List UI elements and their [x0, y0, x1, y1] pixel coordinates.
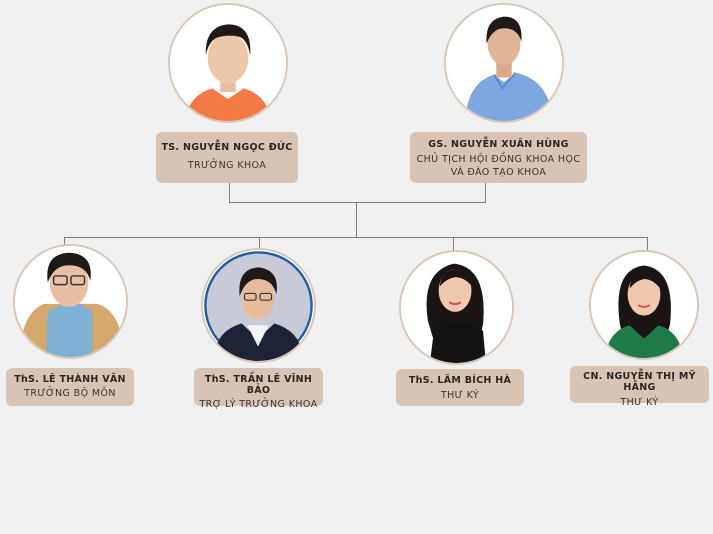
person-role-line2: VÀ ĐÀO TẠO KHOA — [450, 167, 547, 178]
connector-van-drop — [64, 237, 65, 247]
person-portrait-icon — [401, 252, 512, 363]
connector-top-horizontal — [229, 202, 486, 203]
person-name: ThS. TRẦN LÊ VĨNH BẢO — [204, 374, 313, 396]
card-nguyen-ngoc-duc: TS. NGUYỄN NGỌC ĐỨC TRƯỞNG KHOA — [156, 132, 298, 183]
person-portrait-icon — [591, 252, 697, 358]
card-nguyen-thi-my-hang: CN. NGUYỄN THỊ MỸ HẰNG THƯ KÝ — [570, 366, 709, 408]
person-name: CN. NGUYỄN THỊ MỸ HẰNG — [583, 371, 696, 393]
person-role: THƯ KÝ — [440, 390, 480, 401]
avatar-lam-bich-ha — [399, 250, 514, 365]
person-portrait-icon — [204, 251, 313, 361]
person-name: ThS. LÊ THÀNH VĂN — [14, 374, 126, 385]
avatar-tran-le-vinh-bao — [201, 248, 316, 363]
avatar-nguyen-ngoc-duc — [168, 3, 288, 123]
connector-hung-down — [485, 183, 486, 203]
person-name: GS. NGUYỄN XUÂN HÙNG — [428, 139, 569, 150]
connector-duc-down — [229, 183, 230, 203]
card-tran-le-vinh-bao: ThS. TRẦN LÊ VĨNH BẢO TRỢ LÝ TRƯỞNG KHOA — [194, 368, 323, 410]
avatar-le-thanh-van — [13, 244, 128, 359]
person-role: TRƯỞNG BỘ MÔN — [24, 388, 116, 399]
person-role-line1: CHỦ TỊCH HỘI ĐỒNG KHOA HỌC — [416, 154, 581, 165]
connector-ha-drop — [453, 237, 454, 251]
person-portrait-icon — [15, 246, 126, 357]
person-role: TRỢ LÝ TRƯỞNG KHOA — [199, 399, 318, 410]
connector-bao-drop — [259, 237, 260, 249]
card-le-thanh-van: ThS. LÊ THÀNH VĂN TRƯỞNG BỘ MÔN — [6, 368, 134, 406]
person-role: THƯ KÝ — [620, 397, 659, 408]
avatar-nguyen-xuan-hung — [444, 3, 564, 123]
connector-staff-horizontal — [64, 237, 648, 238]
card-nguyen-xuan-hung: GS. NGUYỄN XUÂN HÙNG CHỦ TỊCH HỘI ĐỒNG K… — [410, 132, 587, 183]
person-role: TRƯỞNG KHOA — [187, 160, 267, 171]
card-lam-bich-ha: ThS. LÂM BÍCH HÀ THƯ KÝ — [396, 369, 524, 406]
connector-hang-drop — [647, 237, 648, 251]
person-portrait-icon — [170, 5, 286, 121]
person-portrait-icon — [446, 5, 562, 121]
person-name: ThS. LÂM BÍCH HÀ — [408, 375, 512, 386]
person-name: TS. NGUYỄN NGỌC ĐỨC — [161, 142, 293, 153]
connector-trunk — [356, 202, 357, 238]
avatar-nguyen-thi-my-hang — [589, 250, 699, 360]
